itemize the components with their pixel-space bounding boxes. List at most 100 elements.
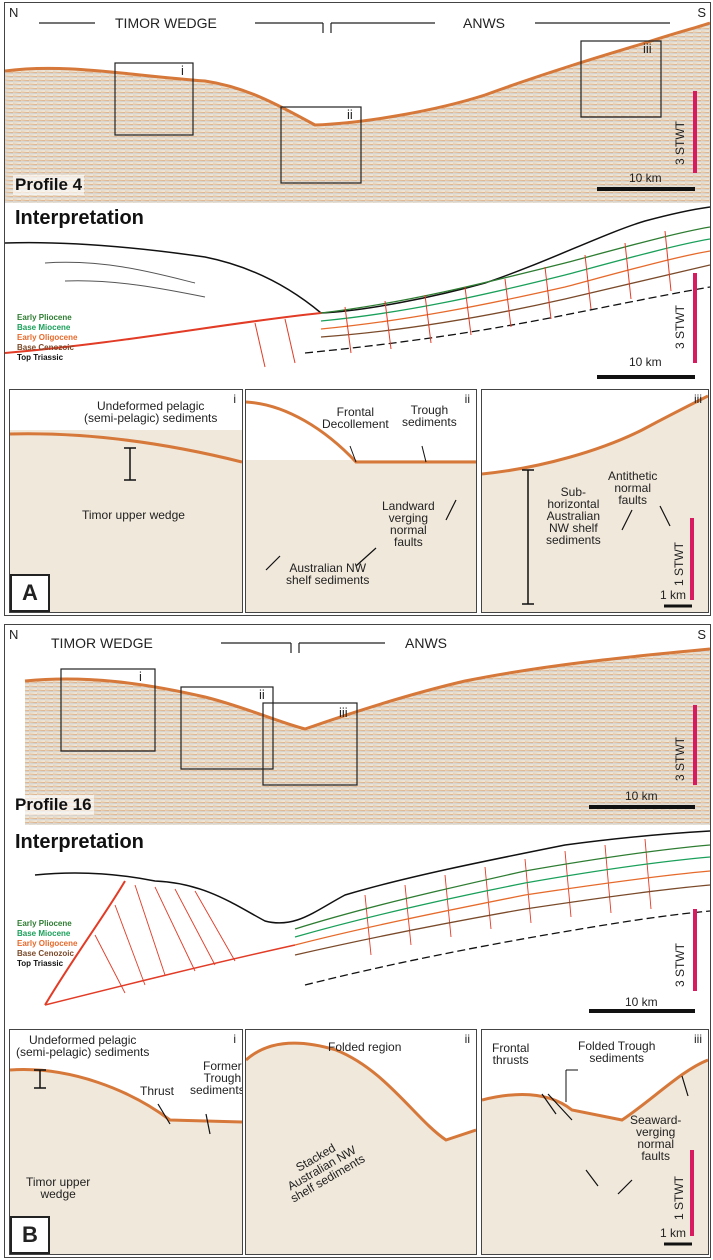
label-line-1: Undeformed pelagic — [28, 1033, 137, 1047]
label-undeformed: Undeformed pelagic (semi-pelagic) sedime… — [84, 400, 217, 424]
inset-a-ii: ii Frontal Decollement Trough sediments … — [245, 389, 477, 613]
domain-anws: ANWS — [405, 635, 447, 651]
legend-base-miocene: Base Miocene — [17, 323, 71, 332]
compass-n: N — [9, 5, 19, 20]
label-folded-trough: Folded Trough sediments — [578, 1040, 655, 1064]
label-line-3: sediments ? — [190, 1083, 243, 1097]
inset-roman: iii — [694, 1032, 702, 1046]
box-iii — [580, 40, 662, 118]
inset-a-i: i Undeformed pelagic (semi-pelagic) sedi… — [9, 389, 243, 613]
label-folded-region: Folded region — [328, 1040, 402, 1054]
label-line-1: Sub- — [560, 485, 587, 499]
box-label-ii: ii — [347, 107, 353, 122]
interpretation-a-drawing — [5, 206, 710, 379]
label-australian-nw-shelf: Australian NW shelf sediments — [286, 562, 369, 586]
label-frontal-decollement: Frontal Decollement — [322, 406, 389, 430]
seafloor-line — [5, 21, 710, 127]
legend-top-triassic: Top Triassic — [17, 959, 64, 968]
legend-early-pliocene: Early Pliocene — [17, 919, 72, 928]
interpretation-b-drawing — [34, 830, 710, 1013]
profile-title: Profile 4 — [13, 175, 85, 195]
label-line-3: normal — [637, 1137, 675, 1151]
label-line-1: Seaward- — [630, 1113, 682, 1127]
inset-km-label: 1 km — [660, 1226, 687, 1240]
box-label-i: i — [181, 63, 184, 78]
box-label-ii: ii — [259, 687, 265, 702]
label-line-2: horizontal — [547, 497, 600, 511]
domain-timor-wedge: TIMOR WEDGE — [115, 15, 217, 31]
label-line-4: faults — [641, 1149, 671, 1163]
compass-s: S — [697, 627, 706, 642]
label-line-2: normal — [614, 481, 652, 495]
panel-b: N S TIMOR WEDGE ANWS i ii iii Profile 16… — [4, 624, 711, 1258]
label-thrust: Thrust — [140, 1084, 175, 1098]
profile-4-seismic — [5, 21, 710, 203]
seismic-body — [5, 23, 710, 203]
inset-km-label: 1 km — [660, 588, 687, 602]
label-line-2: (semi-pelagic) sediments — [84, 411, 218, 425]
label-line-1: Landward — [382, 499, 435, 513]
profile-16-seismic — [24, 642, 710, 825]
label-line-2: Decollement — [322, 417, 389, 431]
label-line-4: NW shelf — [549, 521, 598, 535]
box-label-iii: iii — [339, 705, 348, 720]
label-former-trough: Former Trough sediments ? — [190, 1059, 243, 1097]
domain-anws: ANWS — [463, 15, 505, 31]
label-line-1: Frontal — [336, 405, 375, 419]
legend-base-cenozoic: Base Cenozoic — [17, 343, 74, 352]
legend-a: Early Pliocene Base Miocene Early Oligoc… — [17, 313, 77, 363]
inset-b-ii: ii Folded region Stacked Australian NW s… — [245, 1029, 477, 1255]
legend-early-oligocene: Early Oligocene — [17, 939, 78, 948]
compass-n: N — [9, 627, 19, 642]
box-label-iii: iii — [643, 41, 652, 56]
label-line-1: Folded Trough — [578, 1039, 656, 1053]
inset-a-iii: iii Sub- horizontal Australian NW shelf … — [481, 389, 709, 613]
profile-title: Profile 16 — [13, 795, 94, 815]
label-line-1: Australian NW — [289, 561, 367, 575]
scale-stwt-label: 3 STWT — [673, 737, 687, 781]
label-line-2: (semi-pelagic) sediments — [16, 1045, 150, 1059]
panel-letter-a: A — [10, 574, 50, 612]
interp-scale-stwt-label: 3 STWT — [673, 943, 687, 987]
label-line-1: Undeformed pelagic — [96, 399, 205, 413]
label-line-1: Antithetic — [608, 469, 658, 483]
inset-roman: ii — [464, 392, 470, 406]
label-landward-verging: Landward verging normal faults — [382, 500, 435, 548]
label-line-5: sediments — [546, 533, 601, 547]
label-line-2: sediments — [402, 415, 457, 429]
inset-b-i: i Undeformed pelagic (semi-pelagic) sedi… — [9, 1029, 243, 1255]
panel-a: N S TIMOR WEDGE ANWS i ii iii Profile 4 … — [4, 2, 711, 616]
box-i — [114, 62, 194, 136]
label-frontal-thrusts: Frontal thrusts — [492, 1042, 529, 1066]
legend-base-cenozoic: Base Cenozoic — [17, 949, 74, 958]
label-line-2: verging — [636, 1125, 676, 1139]
scale-stwt-label: 3 STWT — [673, 121, 687, 165]
inset-roman: i — [233, 1032, 236, 1046]
label-line-1: Timor upper — [26, 1175, 91, 1189]
panel-letter-b: B — [10, 1216, 50, 1254]
legend-base-miocene: Base Miocene — [17, 929, 71, 938]
inset-roman: i — [233, 392, 236, 406]
scale-km-label: 10 km — [625, 789, 658, 803]
label-line-2: wedge — [40, 1187, 76, 1201]
inset-stwt-label: 1 STWT — [672, 542, 686, 586]
box-label-i: i — [139, 669, 142, 684]
interp-scale-km-label: 10 km — [625, 995, 658, 1009]
inset-roman: iii — [694, 392, 702, 406]
inset-b-iii: iii Frontal thrusts Folded Trough sedime… — [481, 1029, 709, 1255]
label-line-2: sediments — [589, 1051, 645, 1065]
interpretation-title: Interpretation — [15, 831, 144, 853]
label-line-1: Former — [203, 1059, 242, 1073]
label-line-3: faults — [618, 493, 648, 507]
legend-early-oligocene: Early Oligocene — [17, 333, 78, 342]
label-line-2: shelf sediments — [286, 573, 370, 587]
legend-early-pliocene: Early Pliocene — [17, 313, 72, 322]
scale-km-label: 10 km — [629, 171, 662, 185]
inset-roman: ii — [464, 1032, 470, 1046]
label-undeformed: Undeformed pelagic (semi-pelagic) sedime… — [16, 1034, 149, 1058]
interp-scale-stwt-label: 3 STWT — [673, 305, 687, 349]
label-timor-upper-wedge: Timor upper wedge — [26, 1176, 90, 1200]
label-sub-horizontal: Sub- horizontal Australian NW shelf sedi… — [546, 486, 601, 546]
label-seaward-verging: Seaward- verging normal faults — [630, 1114, 681, 1162]
label-line-4: faults — [394, 535, 423, 549]
